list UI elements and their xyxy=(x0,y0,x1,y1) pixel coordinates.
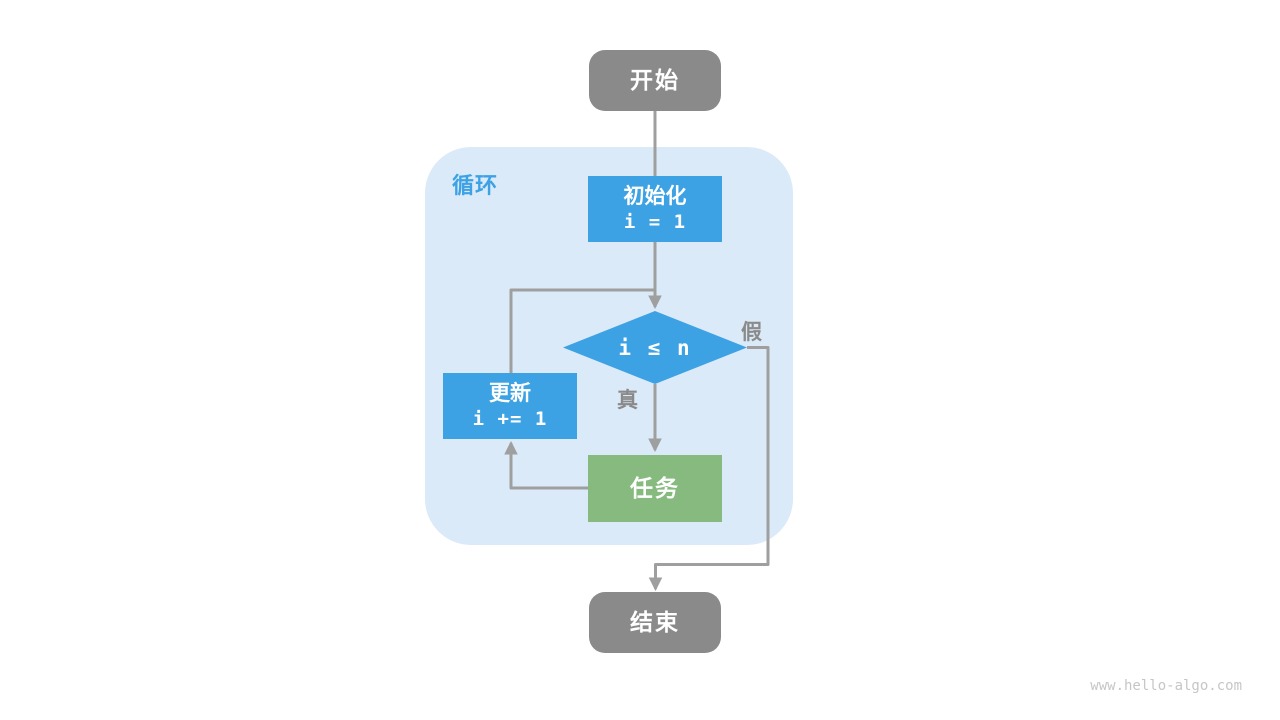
end-node-label: 结束 xyxy=(630,608,680,635)
update-node-title: 更新 xyxy=(489,382,531,405)
task-node-label: 任务 xyxy=(630,474,680,501)
edge-label-false: 假 xyxy=(741,321,762,344)
edge-label-true: 真 xyxy=(617,389,638,412)
end-node: 结束 xyxy=(589,592,721,653)
task-node: 任务 xyxy=(588,455,722,522)
start-node-label: 开始 xyxy=(630,66,680,93)
update-node: 更新 i += 1 xyxy=(443,373,577,439)
init-node-code: i = 1 xyxy=(623,211,687,234)
init-node: 初始化 i = 1 xyxy=(588,176,722,242)
edge-update-to-condition xyxy=(509,288,654,373)
edge-condition-to-end xyxy=(648,346,770,592)
condition-node-label: i ≤ n xyxy=(618,335,692,360)
start-node: 开始 xyxy=(589,50,721,111)
condition-diamond-shape xyxy=(563,311,747,384)
init-node-title: 初始化 xyxy=(623,185,687,208)
update-node-code: i += 1 xyxy=(472,408,548,431)
loop-container-label: 循环 xyxy=(452,173,499,198)
edge-task-to-update xyxy=(504,440,588,490)
watermark-text: www.hello-algo.com xyxy=(1090,678,1242,694)
